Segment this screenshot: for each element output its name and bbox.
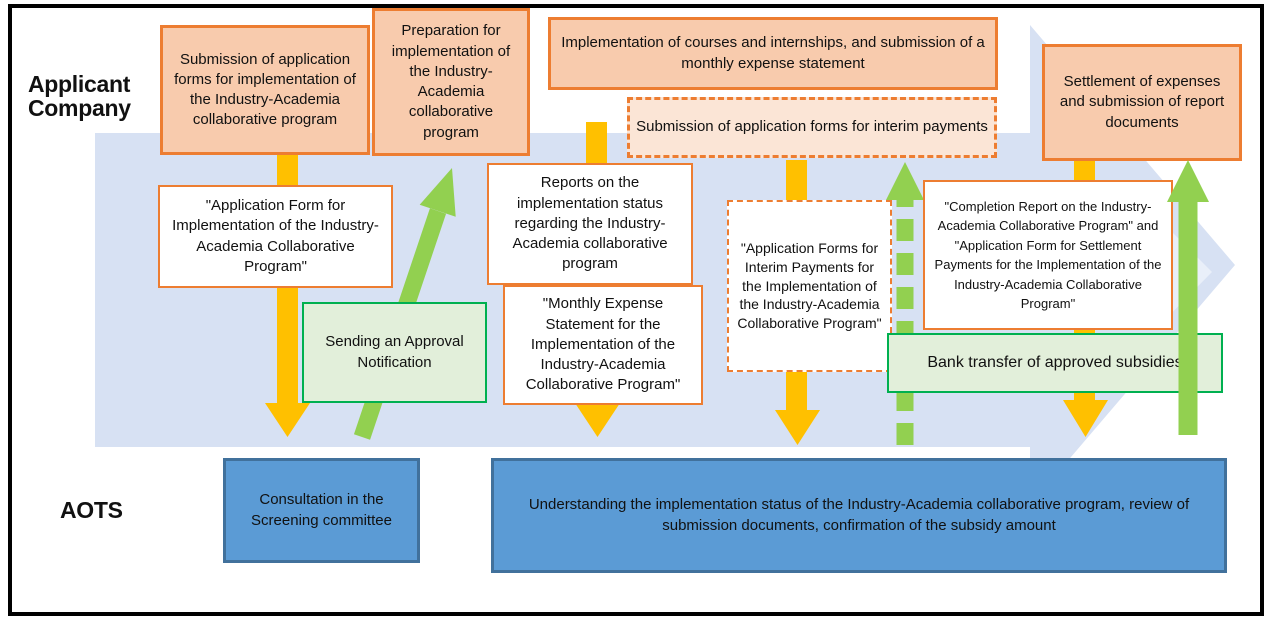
step-submission-box: Submission of application forms for impl… [160, 25, 370, 155]
green-dashed-up-arrow-interim-payment [886, 162, 924, 445]
doc-monthly-expense-box: "Monthly Expense Statement for the Imple… [503, 285, 703, 405]
aots-approval-notification-box: Sending an Approval Notification [302, 302, 487, 403]
doc-interim-form-box: "Application Forms for Interim Payments … [727, 200, 892, 372]
step-settlement-box: Settlement of expenses and submission of… [1042, 44, 1242, 161]
doc-completion-report-box: "Completion Report on the Industry-Acade… [923, 180, 1173, 330]
aots-bank-transfer-box: Bank transfer of approved subsidies [887, 333, 1223, 393]
diagram-border [8, 4, 1264, 616]
aots-understanding-box: Understanding the implementation status … [491, 458, 1227, 573]
applicant-company-label: Applicant Company [28, 71, 131, 122]
step-interim-submission-box: Submission of application forms for inte… [627, 97, 997, 158]
aots-consultation-box: Consultation in the Screening committee [223, 458, 420, 563]
doc-reports-box: Reports on the implementation status reg… [487, 163, 693, 285]
step-preparation-box: Preparation for implementation of the In… [372, 8, 530, 156]
aots-label: AOTS [60, 497, 123, 523]
doc-application-form-box: "Application Form for Implementation of … [158, 185, 393, 288]
step-implementation-box: Implementation of courses and internship… [548, 17, 998, 90]
